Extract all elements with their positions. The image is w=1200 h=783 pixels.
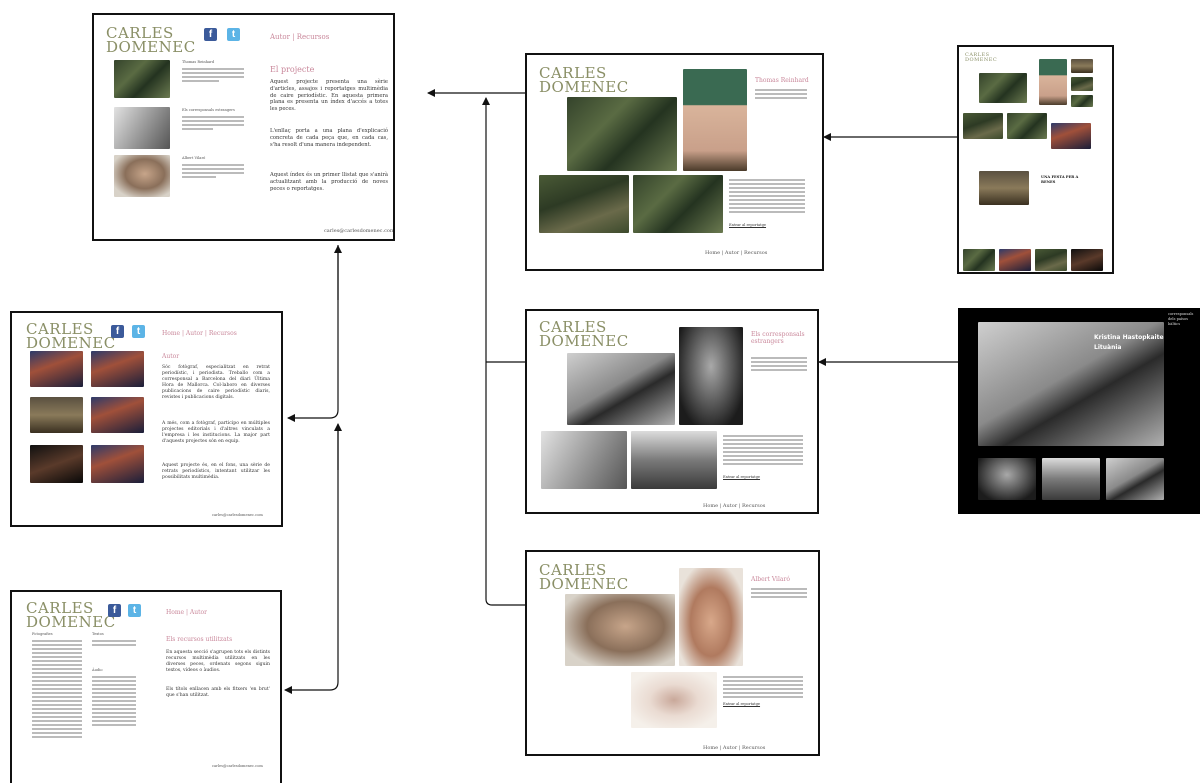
facebook-icon[interactable]: f <box>204 28 217 41</box>
footer-email[interactable]: carles@carlesdomenec.com <box>212 513 263 517</box>
arrow-spine <box>482 97 525 606</box>
footer-nav[interactable]: Home | Autor | Recursos <box>703 745 766 751</box>
preview-name: Kristina Hastopkaite <box>1094 334 1164 341</box>
top-nav[interactable]: Home | Autor | Recursos <box>162 330 237 337</box>
photo-3 <box>541 431 627 489</box>
video-frame <box>979 171 1029 205</box>
col-title-photos: Fotografies <box>32 632 53 636</box>
item-title-thomas[interactable]: Thomas Reinhard <box>182 60 215 64</box>
photo-grid-4 <box>91 397 144 433</box>
arrow-main-autor <box>287 245 339 422</box>
intro-para-2: L'enllaç porta a una plana d'explicació … <box>270 128 388 148</box>
thumb-corresponsals[interactable] <box>114 107 170 149</box>
footer-email[interactable]: carles@carlesdomenec.com <box>212 764 263 768</box>
twitter-icon[interactable]: t <box>227 28 240 41</box>
recursos-para-2: Els títols enllacen amb els fitxers 'en … <box>166 687 270 698</box>
thumb-thomas[interactable] <box>114 60 170 98</box>
photo-portrait <box>679 568 743 666</box>
enter-report-link[interactable]: Entrar al reportatge <box>729 223 767 227</box>
photo-main <box>567 97 677 171</box>
col-title-audio: Àudio <box>92 668 103 672</box>
recursos-para-1: En aquesta secció s'agrupen tots els dis… <box>166 650 270 673</box>
preview-side-label: corresponsals dels països bàltics <box>1168 312 1194 326</box>
photo-grid-2 <box>91 351 144 387</box>
intro-para-3: Aquest índex és un primer llistat que s'… <box>270 172 388 192</box>
item-title-corresponsals[interactable]: Els corresponsals estrangers <box>182 108 235 112</box>
preview-corresponsals-site: Kristina Hastopkaite Lituània correspons… <box>958 308 1200 514</box>
top-nav[interactable]: Home | Autor <box>166 609 208 616</box>
arrow-autor-recursos <box>284 425 339 694</box>
thumb-albert[interactable] <box>114 155 170 197</box>
top-nav[interactable]: Autor | Recursos <box>270 33 330 41</box>
twitter-icon[interactable]: t <box>132 325 145 338</box>
footer-nav[interactable]: Home | Autor | Recursos <box>703 503 766 509</box>
photo-4 <box>631 431 717 489</box>
facebook-icon[interactable]: f <box>108 604 121 617</box>
story-title: Els corresponsals estrangers <box>751 331 805 346</box>
enter-report-link[interactable]: Entrar al reportatge <box>723 475 761 479</box>
photo-grid-1 <box>30 351 83 387</box>
photo-grid-6 <box>91 445 144 483</box>
story-title: Albert Vilaró <box>751 576 790 583</box>
footer-nav[interactable]: Home | Autor | Recursos <box>705 250 768 256</box>
intro-para-1: Aquest projecte presenta una sèrie d'art… <box>270 79 388 112</box>
autor-para-1: Sóc fotògraf, especialitzat en retrat pe… <box>162 365 270 400</box>
item-title-albert[interactable]: Albert Vilaró <box>182 156 206 160</box>
story-title: Thomas Reinhard <box>755 77 809 84</box>
photo-legs <box>683 69 747 171</box>
photo-main <box>567 353 675 425</box>
section-title: El projecte <box>270 65 315 74</box>
photo-4 <box>633 175 723 233</box>
photo-grid-3 <box>30 397 83 433</box>
facebook-icon[interactable]: f <box>111 325 124 338</box>
photo-portrait <box>679 327 743 425</box>
preview-headline: UNA FESTA PER A RENES <box>1041 175 1079 184</box>
section-title: Els recursos utilitzats <box>166 636 233 643</box>
photo-3 <box>631 672 717 728</box>
photo-3 <box>539 175 629 233</box>
enter-report-link[interactable]: Entrar al reportatge <box>723 702 761 706</box>
section-title: Autor <box>162 353 180 360</box>
twitter-icon[interactable]: t <box>128 604 141 617</box>
preview-country: Lituània <box>1094 344 1122 351</box>
autor-para-2: A més, com a fotògraf, participo en múlt… <box>162 421 270 444</box>
footer-email[interactable]: carles@carlesdomenec.com <box>324 228 395 234</box>
autor-para-3: Aquest projecte és, en el fons, una sèri… <box>162 463 270 480</box>
video-frame <box>978 322 1164 446</box>
photo-grid-5 <box>30 445 83 483</box>
photo-main <box>565 594 675 666</box>
col-title-texts: Textos <box>92 632 104 636</box>
